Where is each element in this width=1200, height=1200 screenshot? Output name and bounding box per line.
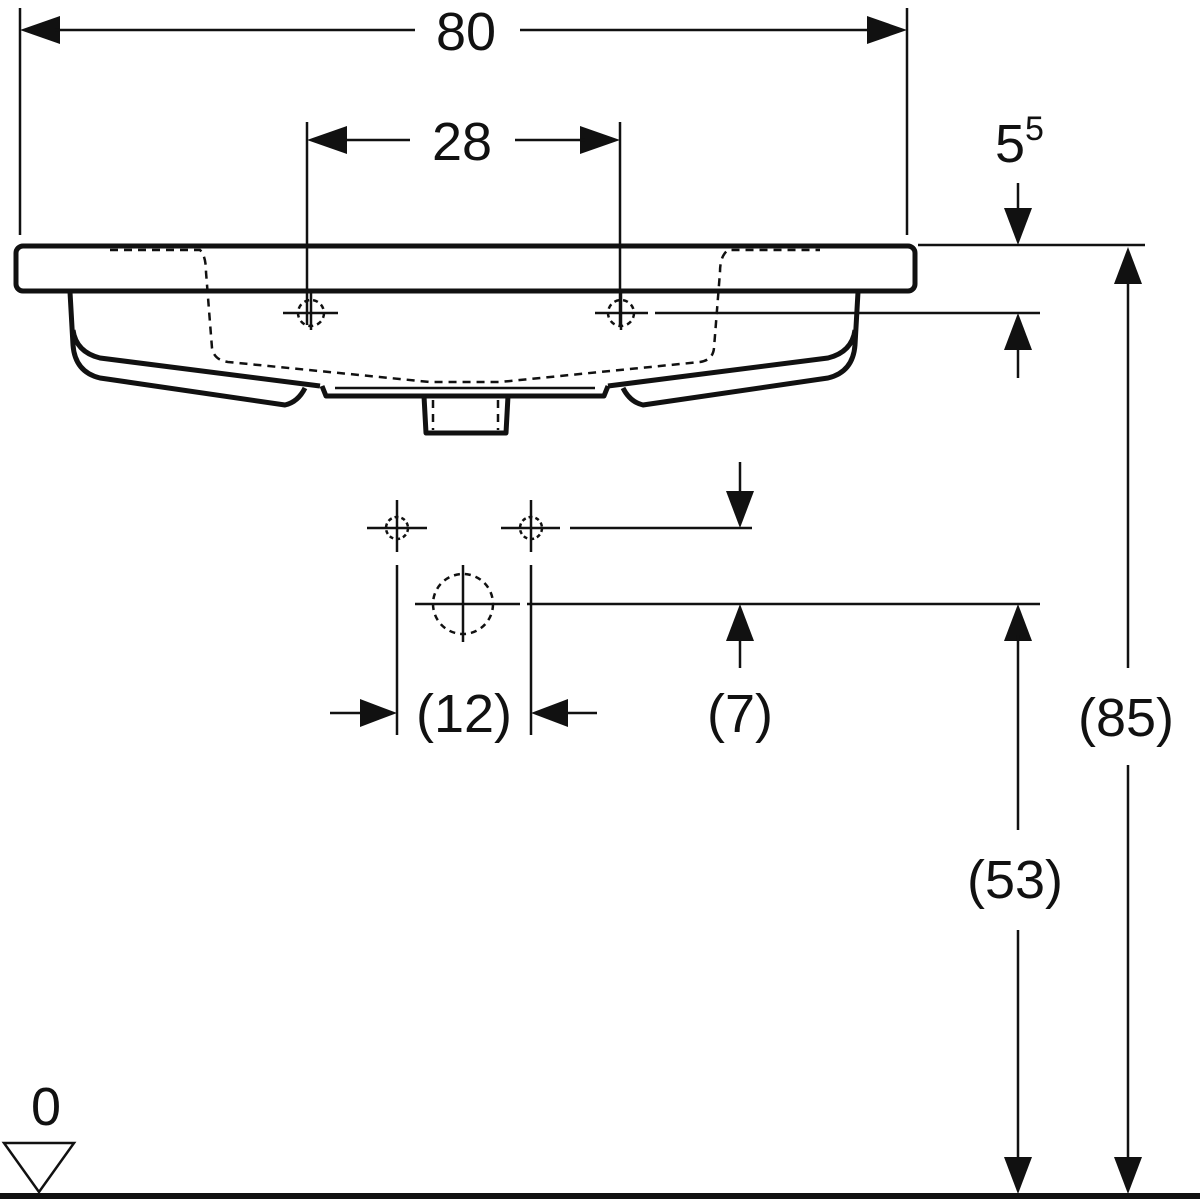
label-wall-hole-spacing: (12) — [416, 684, 512, 744]
tap-hole-left — [283, 292, 338, 330]
dimension-overall-width: 80 — [18, 2, 909, 235]
dimension-tap-hole-spacing: 28 — [305, 112, 622, 325]
wall-connection-holes — [367, 500, 560, 735]
tap-hole-right — [595, 292, 648, 330]
floor-level-marker: 0 — [0, 1077, 1200, 1199]
label-tap-hole-spacing: 28 — [432, 112, 492, 172]
dimension-rim-thickness: 55 — [655, 110, 1145, 378]
label-overall-width: 80 — [436, 2, 496, 62]
dimension-wall-hole-offset: (7) — [527, 462, 1040, 744]
dimension-wall-hole-spacing: (12) — [330, 684, 597, 744]
label-rim-thickness: 55 — [995, 110, 1044, 174]
dimension-waste-height: (53) — [967, 604, 1063, 1194]
dimension-rim-height: (85) — [1078, 247, 1174, 1194]
label-wall-hole-offset: (7) — [707, 684, 773, 744]
label-rim-height: (85) — [1078, 688, 1174, 748]
label-waste-height: (53) — [967, 850, 1063, 910]
label-floor-level: 0 — [31, 1077, 61, 1137]
washbasin-outline — [13, 243, 918, 436]
